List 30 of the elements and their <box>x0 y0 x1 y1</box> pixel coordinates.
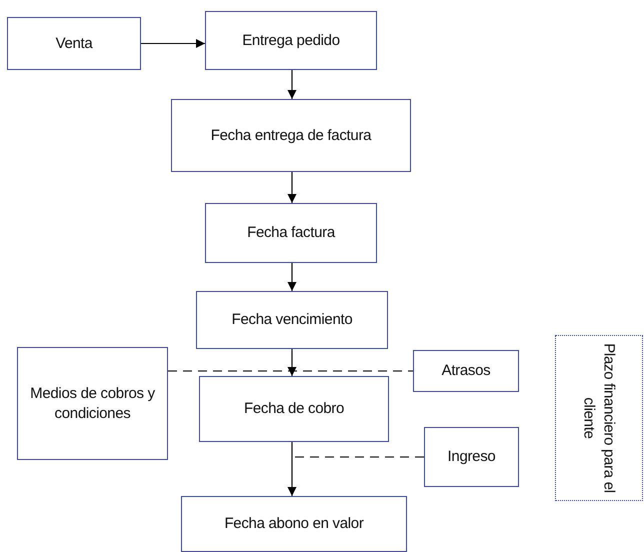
dashed-line <box>292 456 424 458</box>
process-box <box>196 291 388 349</box>
box-label: Fecha de cobro <box>244 399 344 419</box>
process-box <box>424 427 519 487</box>
arrow <box>288 349 296 376</box>
dashed-line <box>168 370 413 372</box>
box-label: Fecha factura <box>247 223 335 243</box>
box-label: Fecha vencimiento <box>232 310 352 330</box>
process-box <box>17 347 168 460</box>
process-box <box>413 350 519 392</box>
process-box <box>171 99 411 172</box>
box-label: Atrasos <box>442 361 490 381</box>
process-box <box>205 203 377 263</box>
box-label: Medios de cobros y condiciones <box>29 384 156 423</box>
process-box <box>205 11 377 70</box>
process-box <box>7 17 141 70</box>
arrow <box>141 39 205 48</box>
box-label: Ingreso <box>448 447 496 467</box>
dotted-box <box>555 335 643 501</box>
box-label: Venta <box>56 34 92 54</box>
arrow <box>288 263 296 291</box>
arrow <box>288 442 296 496</box>
box-label: Plazo financiero para el cliente <box>580 342 618 495</box>
arrow <box>288 172 296 203</box>
process-box <box>199 376 389 442</box>
box-label: Fecha abono en valor <box>224 514 364 534</box>
arrow <box>288 70 296 99</box>
box-label: Fecha entrega de factura <box>210 126 372 146</box>
process-box <box>181 496 407 552</box>
box-label: Entrega pedido <box>242 30 340 50</box>
